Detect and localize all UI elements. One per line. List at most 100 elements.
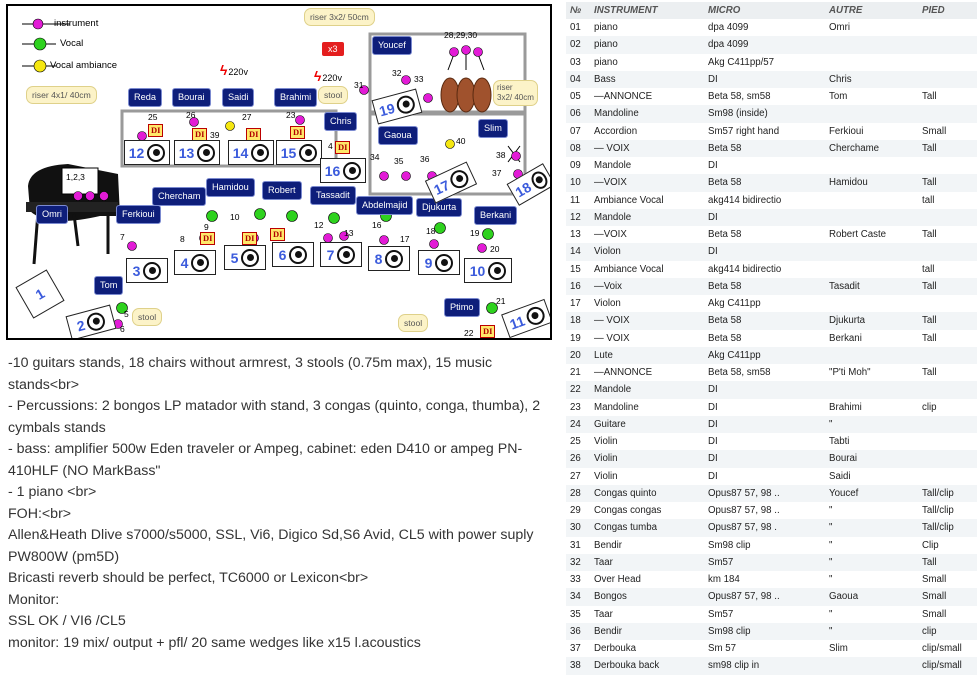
di-box: DI [148, 124, 164, 137]
mic-dot [295, 115, 305, 125]
mic-number: 25 [148, 112, 158, 122]
table-cell: clip [918, 622, 977, 640]
mic-dot [85, 191, 95, 201]
musician-slim: Slim [478, 119, 508, 138]
table-cell: —ANNONCE [594, 367, 653, 379]
musician-hamidou: Hamidou [206, 178, 255, 197]
table-cell: Tall [922, 91, 937, 103]
badge-x3: x3 [322, 42, 344, 56]
mic-dot [359, 85, 369, 95]
mic-dot [401, 75, 411, 85]
table-cell: Beta 58 [708, 229, 742, 241]
mic-number: 6 [120, 324, 125, 334]
table-cell: Tall [918, 174, 977, 192]
table-cell: Ambiance Vocal [594, 194, 664, 206]
table-cell: — VOIX [590, 312, 704, 330]
mic-number: 22 [464, 328, 474, 338]
table-cell: Tall [922, 332, 937, 344]
table-cell: 11 [570, 194, 581, 206]
table-cell: Beta 58 [704, 139, 825, 157]
musician-tassadit: Tassadit [310, 186, 356, 205]
table-cell [825, 346, 918, 364]
mic-number: 34 [370, 152, 380, 162]
table-cell: 24 [566, 415, 590, 433]
di-box: DI [200, 232, 216, 245]
table-cell: Bongos [590, 588, 704, 606]
table-cell: Bendir [594, 539, 623, 551]
table-cell: 15 [570, 263, 581, 275]
table-cell: Beta 58, sm58 [708, 367, 771, 379]
table-cell: 23 [570, 401, 581, 413]
mic-dot [189, 117, 199, 127]
monitor-wedge: 15 [276, 140, 322, 165]
table-cell: Sm98 (inside) [704, 105, 825, 123]
mic-number: 10 [230, 212, 240, 222]
table-cell: Sm57 right hand [708, 125, 780, 137]
table-cell: " [829, 574, 833, 586]
speaker-icon [523, 303, 547, 327]
table-cell [825, 105, 918, 123]
table-cell: 12 [566, 208, 590, 226]
speaker-icon [147, 143, 166, 162]
mic-number: 21 [496, 296, 506, 306]
table-cell: Violin [594, 436, 618, 448]
table-cell: 04 [566, 70, 590, 88]
musician-chris: Chris [324, 112, 358, 131]
table-cell [918, 70, 977, 88]
table-cell: — VOIX [590, 139, 704, 157]
table-cell [825, 157, 918, 174]
speaker-icon [385, 249, 404, 268]
mic-dot [116, 302, 128, 314]
table-cell: — VOIX [594, 332, 630, 344]
di-box: DI [290, 126, 306, 139]
table-cell: " [829, 505, 833, 517]
mic-number: 35 [394, 156, 404, 166]
monitor-wedge: 16 [320, 158, 366, 183]
table-cell: Tall/clip [922, 505, 954, 517]
table-cell: Small [922, 608, 947, 620]
table-cell: DI [708, 436, 718, 448]
table-cell: Violon [590, 243, 704, 261]
riser-label: riser 4x1/ 40cm [26, 86, 97, 104]
table-cell: Sm 57 [708, 643, 736, 655]
table-cell: 05 [570, 91, 581, 103]
mic-dot [254, 208, 266, 220]
note-line: FOH:<br> [8, 505, 72, 522]
riser-label: riser 3x2/ 50cm [304, 8, 375, 26]
table-cell: Tabti [829, 436, 850, 448]
table-cell: 35 [570, 608, 581, 620]
table-cell: —VOIX [594, 229, 627, 241]
mic-dot [449, 47, 459, 57]
col-instrument: INSTRUMENT [590, 2, 704, 19]
table-cell: Ferkioui [829, 125, 864, 137]
table-cell: Sm98 clip [704, 622, 825, 640]
monitor-wedge: 5 [224, 245, 266, 270]
mic-number: 5 [124, 309, 129, 319]
table-cell: Derbouka back [590, 657, 704, 675]
table-cell: Akg C411pp [704, 346, 825, 364]
mic-number: 32 [392, 68, 402, 78]
table-cell: DI [704, 450, 825, 468]
table-cell: 13 [570, 229, 581, 241]
table-cell: 19 [570, 332, 581, 344]
table-cell: Bass [590, 70, 704, 88]
monitor-wedge: 4 [174, 250, 216, 275]
mic-dot [434, 222, 446, 234]
table-cell [918, 346, 977, 364]
table-cell: Opus87 57, 98 . [704, 519, 825, 537]
